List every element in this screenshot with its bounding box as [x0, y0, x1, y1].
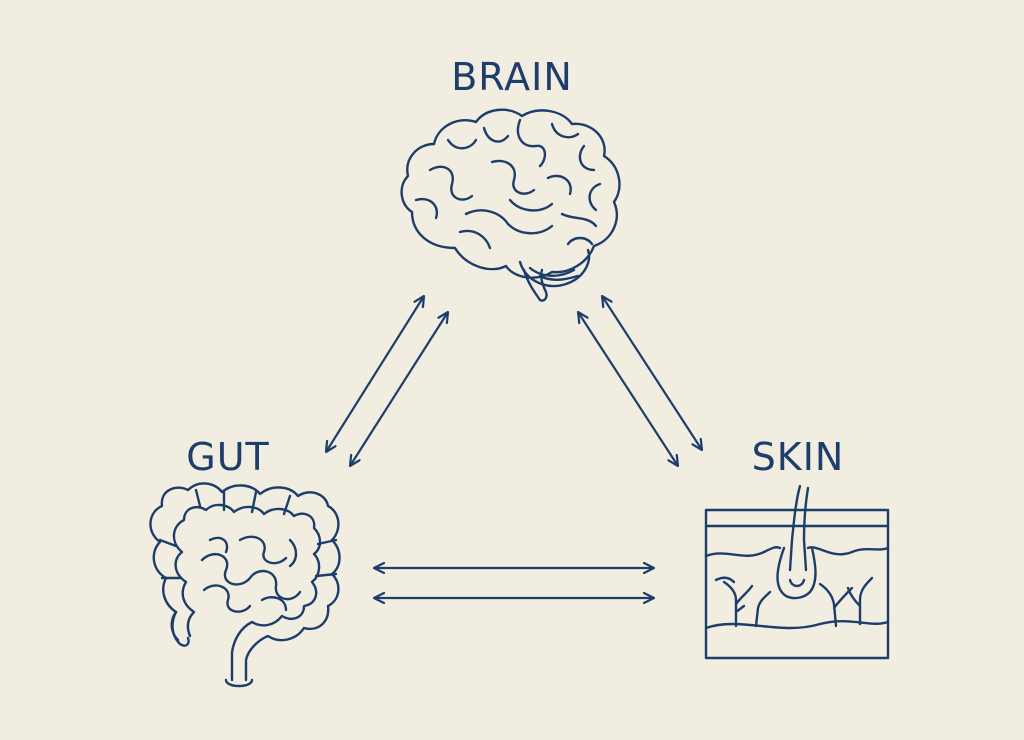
- arrow-brain-skin-inner: [578, 312, 678, 466]
- connection-gut-brain: [326, 296, 448, 466]
- intestines-icon: [149, 482, 341, 688]
- skin-cross-section-icon: [704, 484, 890, 660]
- arrow-gut-brain-down: [350, 312, 448, 466]
- connection-brain-skin: [578, 296, 702, 466]
- gut-label: GUT: [186, 435, 269, 479]
- brain-icon: [400, 108, 621, 302]
- connection-gut-skin: [374, 568, 654, 598]
- brain-label: BRAIN: [451, 55, 573, 99]
- skin-label: SKIN: [752, 435, 845, 479]
